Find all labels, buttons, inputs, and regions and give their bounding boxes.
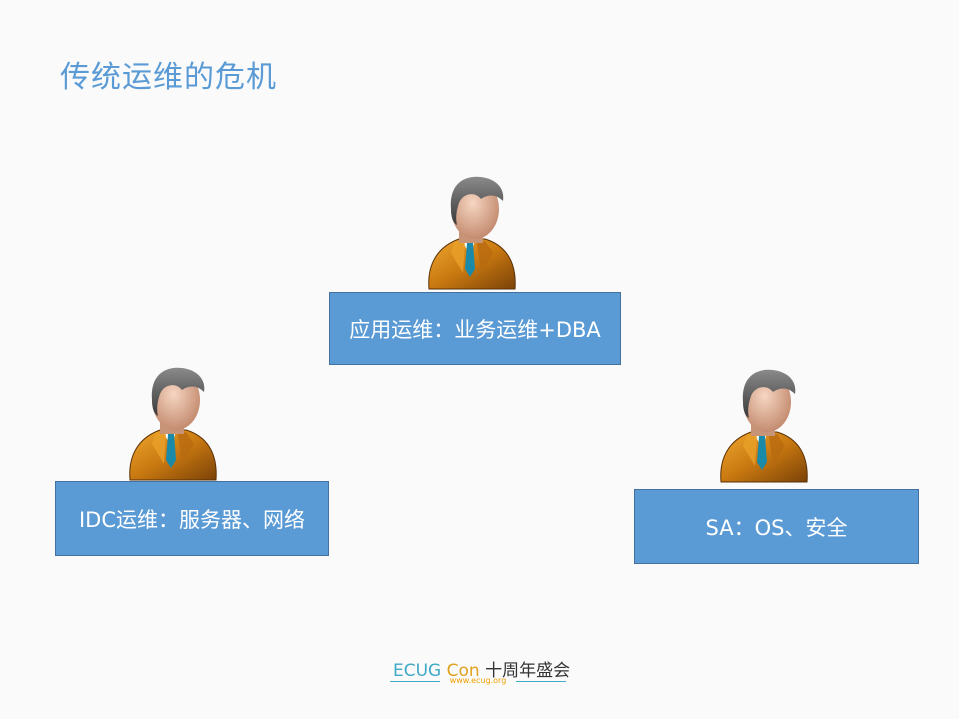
footer-logo: ECUG Con 十周年盛会 www.ecug.org	[390, 656, 570, 690]
role-label: SA：OS、安全	[705, 515, 848, 540]
role-box-app-ops: 应用运维：业务运维+DBA	[329, 292, 621, 365]
person-icon	[428, 176, 516, 290]
footer-brand: ECUG Con 十周年盛会	[393, 656, 570, 681]
slide-title: 传统运维的危机	[60, 60, 277, 95]
role-label: IDC运维：服务器、网络	[78, 507, 306, 532]
footer-rule-right	[516, 681, 566, 682]
footer-url: www.ecug.org	[449, 676, 507, 685]
footer-con: Con	[446, 661, 480, 681]
person-icon	[129, 367, 217, 481]
role-box-sa: SA：OS、安全	[634, 489, 919, 564]
footer-ecug: ECUG	[393, 661, 442, 681]
role-box-idc-ops: IDC运维：服务器、网络	[55, 481, 329, 556]
footer-anniversary: 十周年盛会	[485, 661, 571, 681]
footer-rule-left	[390, 681, 440, 682]
role-label: 应用运维：业务运维+DBA	[349, 317, 601, 342]
person-icon	[720, 369, 808, 483]
